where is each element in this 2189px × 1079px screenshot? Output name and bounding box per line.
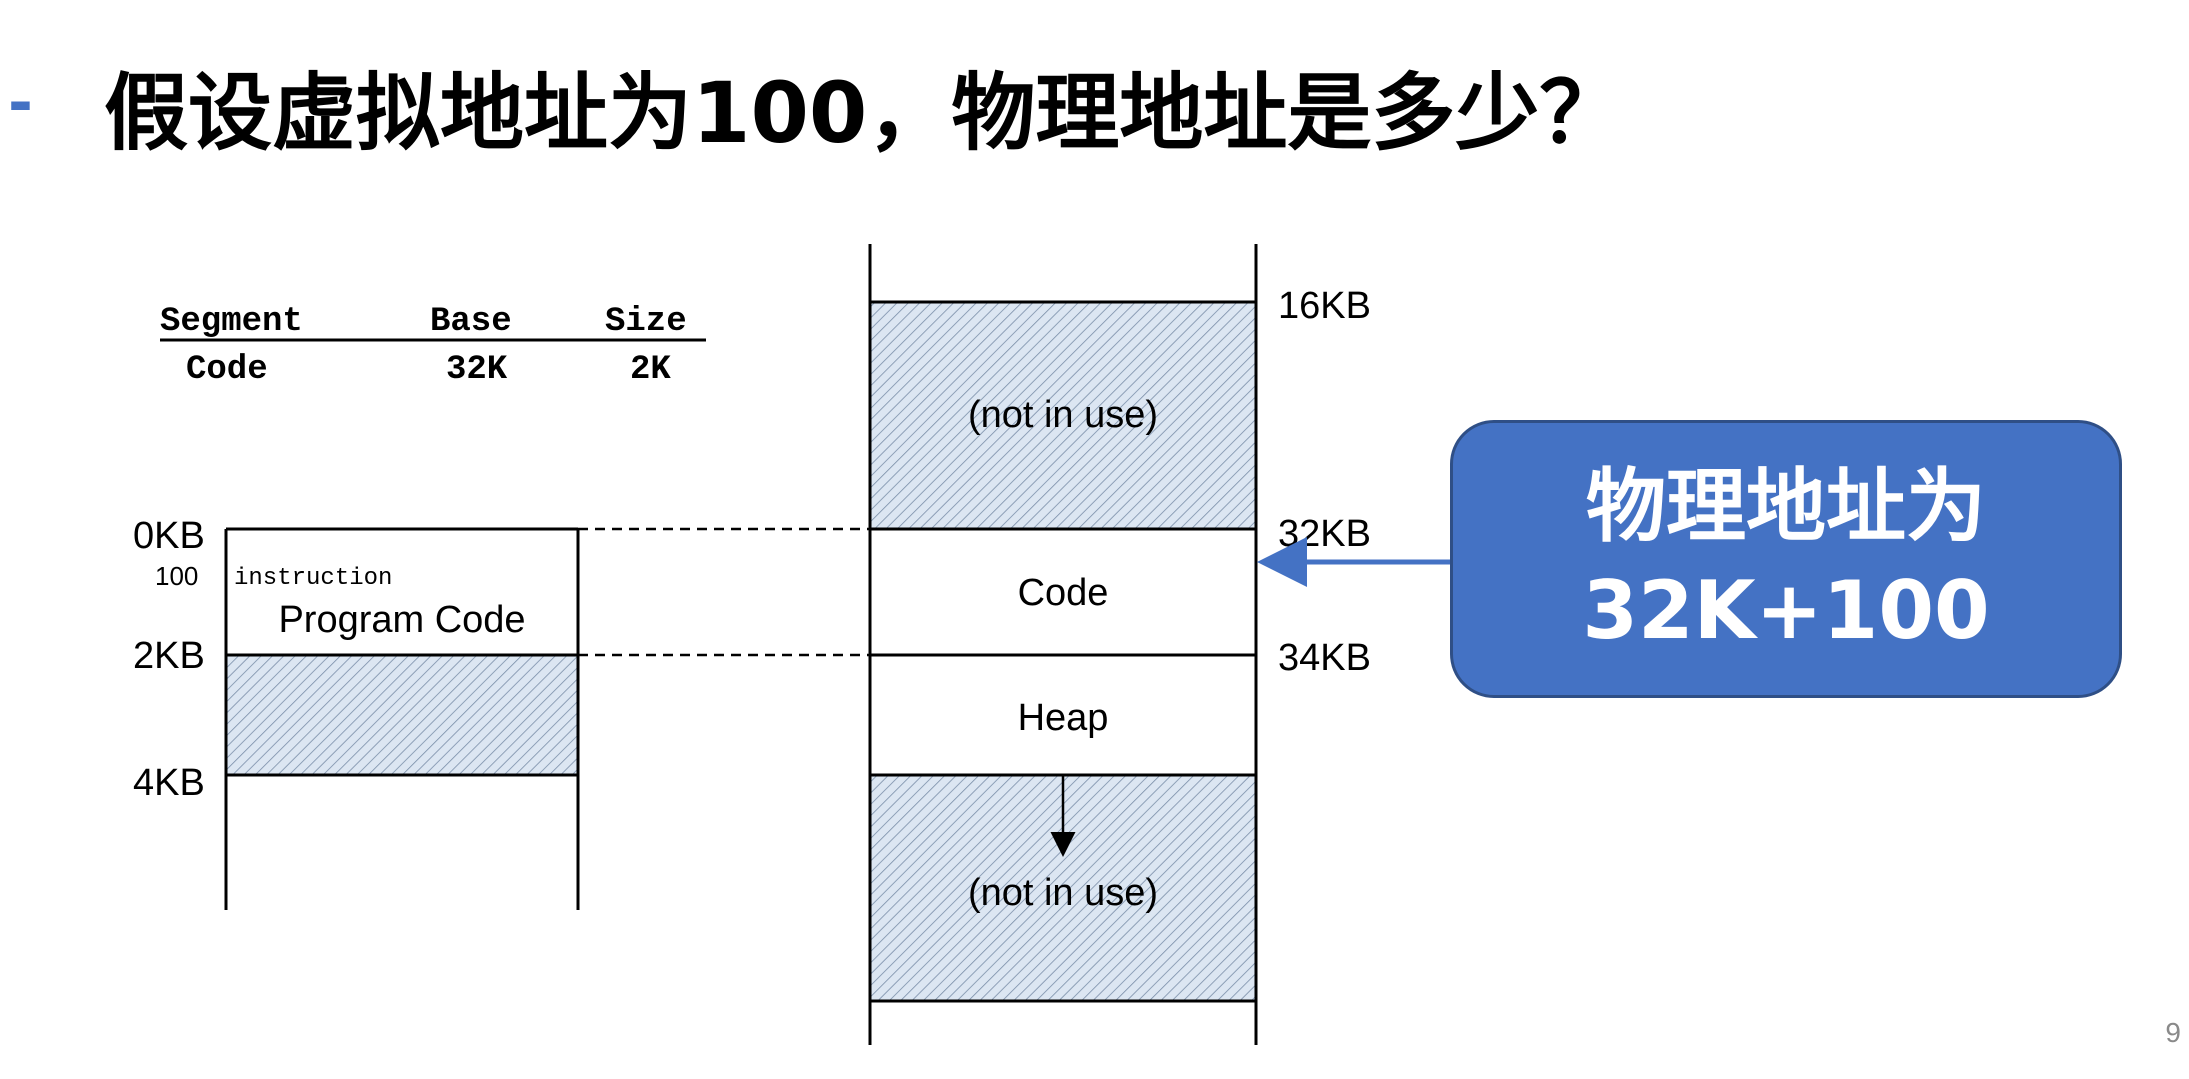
physical-code-label: Code: [1018, 572, 1109, 614]
table-header-base: Base: [430, 303, 512, 341]
page-number: 9: [2165, 1017, 2181, 1048]
answer-callout: 物理地址为 32K+100: [1450, 420, 2122, 698]
physical-label-32kb: 32KB: [1278, 513, 1371, 555]
table-cell-segment: Code: [186, 351, 268, 389]
table-header-segment: Segment: [160, 303, 303, 341]
physical-unused-top: [870, 302, 1256, 529]
virtual-label-0kb: 0KB: [133, 515, 205, 557]
virtual-unused-region: [226, 655, 578, 775]
instruction-label: instruction: [234, 565, 392, 592]
program-code-label: Program Code: [278, 599, 525, 641]
callout-line-2: 32K+100: [1582, 564, 1990, 657]
table-cell-base: 32K: [446, 351, 508, 389]
title-text: 假设虚拟地址为100，物理地址是多少？: [104, 64, 1624, 162]
title-bullet: -: [8, 68, 33, 138]
table-header-size: Size: [605, 303, 687, 341]
physical-label-34kb: 34KB: [1278, 637, 1371, 679]
slide-title: - 假设虚拟地址为100，物理地址是多少？: [0, 40, 1700, 162]
virtual-label-100: 100: [155, 561, 198, 591]
virtual-address-space: 0KB 100 2KB 4KB instruction Program Code: [133, 515, 580, 910]
table-cell-size: 2K: [630, 351, 671, 389]
callout-line-1: 物理地址为: [1586, 460, 1986, 553]
physical-memory: (not in use) Code Heap (not in use) 16KB…: [868, 244, 1371, 1045]
virtual-label-2kb: 2KB: [133, 635, 205, 677]
segment-table: Segment Base Size Code 32K 2K: [160, 303, 706, 389]
physical-not-in-use-top: (not in use): [968, 394, 1158, 436]
physical-label-16kb: 16KB: [1278, 285, 1371, 327]
virtual-label-4kb: 4KB: [133, 762, 205, 804]
physical-heap-label: Heap: [1018, 697, 1109, 739]
physical-not-in-use-bottom: (not in use): [968, 872, 1158, 914]
